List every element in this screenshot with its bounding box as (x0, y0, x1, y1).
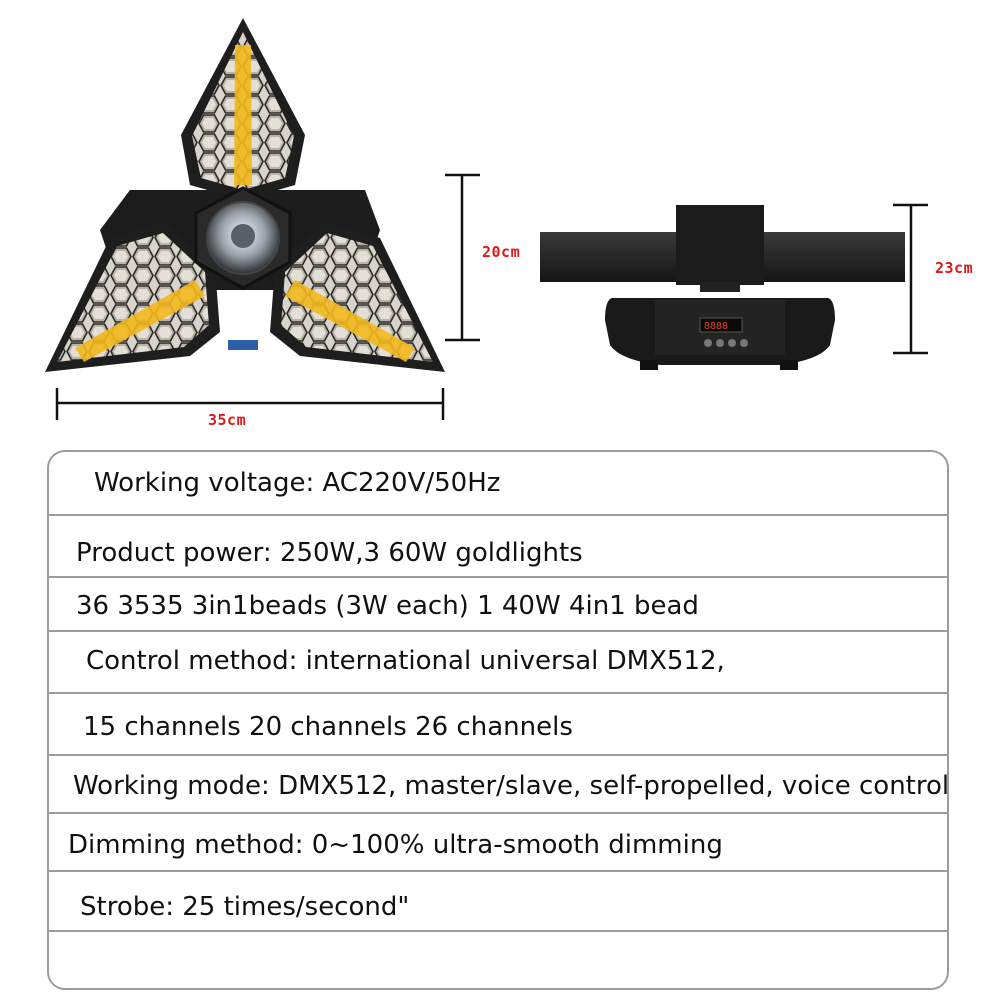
height-label-side: 23cm (935, 259, 974, 277)
fixture-front-view (45, 18, 445, 372)
height-dimension-line (445, 173, 480, 342)
product-illustration: 8888 (45, 18, 928, 420)
spec-text: Working mode: DMX512, master/slave, self… (73, 771, 949, 801)
height-label-front: 20cm (482, 243, 521, 261)
spec-text: Product power: 250W,3 60W goldlights (76, 538, 583, 568)
spec-row-channels: 15 channels 20 channels 26 channels (49, 692, 947, 754)
spec-row-dimming: Dimming method: 0~100% ultra-smooth dimm… (49, 812, 947, 870)
spec-row-voltage: Working voltage: AC220V/50Hz (49, 452, 947, 514)
spec-row-power: Product power: 250W,3 60W goldlights (49, 514, 947, 576)
width-label: 35cm (208, 411, 247, 429)
spec-row-mode: Working mode: DMX512, master/slave, self… (49, 754, 947, 812)
spec-text: 36 3535 3in1beads (3W each) 1 40W 4in1 b… (76, 591, 699, 621)
spec-table: Working voltage: AC220V/50Hz Product pow… (47, 450, 949, 990)
spec-text: Dimming method: 0~100% ultra-smooth dimm… (68, 830, 723, 860)
height-dimension-line-side (893, 203, 928, 355)
fixture-side-view: 8888 (540, 205, 905, 370)
svg-text:8888: 8888 (704, 321, 728, 332)
spec-text: 15 channels 20 channels 26 channels (83, 712, 573, 742)
spec-row-strobe: Strobe: 25 times/second" (49, 870, 947, 930)
spec-row-control: Control method: international universal … (49, 630, 947, 692)
spec-row-empty (49, 930, 947, 988)
spec-row-beads: 36 3535 3in1beads (3W each) 1 40W 4in1 b… (49, 576, 947, 630)
spec-text: Control method: international universal … (86, 646, 725, 676)
spec-text: Strobe: 25 times/second" (80, 892, 410, 922)
spec-text: Working voltage: AC220V/50Hz (94, 468, 501, 498)
width-dimension-line (55, 388, 445, 420)
